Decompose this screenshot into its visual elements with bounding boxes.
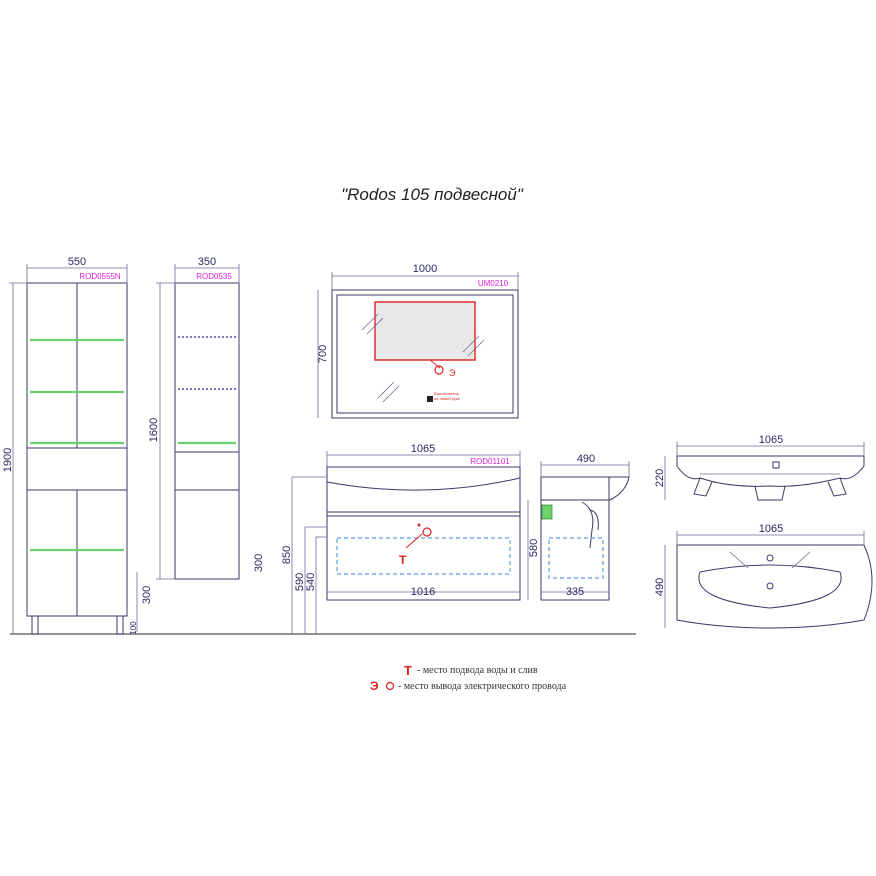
vanity-width-label: 1065 (411, 443, 435, 455)
side-depth-label: 490 (577, 453, 595, 465)
mirror: Э Выключатель на левой руке 1000 UM0210 … (317, 263, 519, 419)
tall-legs-label: 100 (129, 621, 138, 635)
vanity-590-label: 590 (294, 573, 306, 591)
mirror-code-label: UM0210 (478, 279, 509, 288)
vanity-front: T 1065 ROD01101 1016 850 590 540 (281, 443, 521, 634)
vanity-inner-label: 1016 (411, 586, 435, 598)
sink-top: 1065 490 (654, 523, 873, 629)
mirror-power-marker-label: Э (449, 368, 456, 378)
side-wall-plate (541, 504, 553, 520)
mirror-light-panel (374, 301, 476, 361)
side-drawer-outline (548, 537, 604, 579)
sink-height-label: 220 (654, 469, 666, 487)
mirror-width-label: 1000 (413, 263, 437, 275)
tall-cabinet-leg-right (116, 615, 124, 635)
tall-height-label: 1900 (2, 448, 14, 472)
tall-depth-label: 300 (141, 586, 153, 604)
narrow-width-label: 350 (198, 256, 216, 268)
mirror-power-marker (434, 365, 444, 375)
tall-cabinet: 550 ROD0555N 1900 300 100 (2, 256, 153, 635)
sink-depth-label: 490 (654, 578, 666, 596)
legend-symbol-water: T (404, 663, 412, 678)
side-height-label: 580 (528, 539, 540, 557)
mirror-switch (427, 396, 433, 402)
mirror-note-line-2: на левой руке (434, 396, 461, 401)
vanity-code-label: ROD01101 (470, 457, 510, 466)
vanity-drawer-outline (336, 537, 511, 575)
side-inner-label: 335 (566, 586, 584, 598)
vanity-540-label: 540 (305, 573, 317, 591)
narrow-height-label: 1600 (148, 418, 160, 442)
sink-tap-hole (766, 554, 774, 562)
sink-drain-hole (766, 582, 774, 590)
narrow-code-label: ROD0535 (196, 272, 232, 281)
legend-text-electric: - место вывода электрического провода (398, 681, 567, 692)
sink-top-width-label: 1065 (759, 523, 783, 535)
vanity-mount-label: 850 (281, 546, 293, 564)
legend-text-water: - место подвода воды и слив (417, 665, 538, 676)
narrow-cabinet: 350 ROD0535 1600 300 (148, 256, 265, 580)
legend-symbol-electric: Э (370, 679, 379, 693)
drawing-title: "Rodos 105 подвесной" (341, 185, 524, 204)
legend-electric-marker (385, 681, 395, 691)
mirror-note-line-1: Выключатель (434, 391, 459, 396)
tall-code-label: ROD0555N (79, 272, 121, 281)
narrow-depth-label: 300 (253, 554, 265, 572)
vanity-water-marker-label: T (399, 553, 407, 567)
tall-width-label: 550 (68, 256, 86, 268)
sink-front-width-label: 1065 (759, 434, 783, 446)
mirror-height-label: 700 (317, 345, 329, 363)
legend: T - место подвода воды и слив Э - место … (370, 663, 567, 693)
vanity-power-marker (422, 527, 432, 537)
tall-cabinet-leg-left (31, 615, 39, 635)
vanity-side: 490 335 580 (527, 453, 630, 601)
sink-front: 1065 220 (654, 434, 865, 501)
